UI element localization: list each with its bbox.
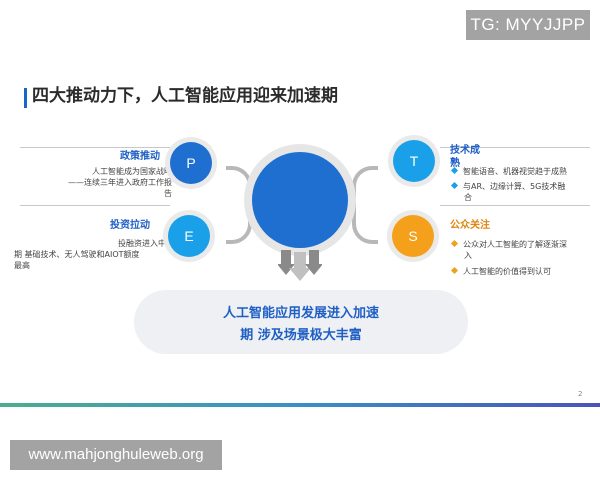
- page-title: 四大推动力下，人工智能应用迎来加速期: [32, 86, 338, 106]
- public-bullet-text: 入: [464, 251, 472, 260]
- public-bullet: 人工智能的价值得到认可: [450, 266, 592, 277]
- tech-bullet-text: 与AR、边缘计算、5G技术融: [463, 182, 566, 191]
- policy-circle: P: [170, 142, 212, 184]
- down-arrows-icon: [278, 250, 322, 281]
- policy-description: 人工智能成为国家战略 ——连续三年进入政府工作报 告: [40, 166, 172, 199]
- public-letter: S: [408, 228, 418, 244]
- public-bullet: 公众对人工智能的了解逐渐深 入: [450, 239, 592, 261]
- tech-bullet: 与AR、边缘计算、5G技术融 合: [450, 181, 592, 203]
- down-arrow-right-icon: [305, 250, 322, 275]
- policy-heading: 政策推动: [120, 151, 160, 162]
- diamond-bullet-icon: [450, 166, 459, 175]
- diamond-bullet-icon: [450, 181, 459, 190]
- telegram-badge: TG: MYYJJPP: [466, 10, 590, 40]
- result-line-1: 人工智能应用发展进入加速: [222, 306, 379, 321]
- tech-letter: T: [409, 153, 419, 169]
- down-arrow-center-icon: [289, 252, 311, 281]
- right-divider-top: [440, 147, 590, 148]
- investment-circle: E: [168, 215, 210, 257]
- policy-line: 告: [164, 189, 172, 198]
- result-line-2: 期 涉及场景极大丰富: [240, 328, 362, 343]
- website-watermark: www.mahjonghuleweb.org: [10, 440, 222, 470]
- investment-heading: 投资拉动: [110, 220, 150, 231]
- policy-line: 人工智能成为国家战略: [92, 167, 172, 176]
- tech-bullet-text: 合: [464, 193, 472, 202]
- public-bullet-text: 公众对人工智能的了解逐渐深: [463, 240, 567, 249]
- tech-heading: 技术成 熟: [450, 144, 480, 170]
- investment-line: 投融资进入中后: [118, 239, 174, 248]
- page-number: 2: [578, 390, 583, 398]
- public-circle: S: [392, 215, 434, 257]
- right-divider-middle: [440, 205, 590, 206]
- policy-letter: P: [186, 155, 196, 171]
- investment-description: 投融资进入中后 期 基础技术、无人驾驶和AIOT额度 最高: [14, 238, 174, 271]
- title-accent-bar: [24, 88, 27, 108]
- public-bullet-text: 人工智能的价值得到认可: [463, 267, 551, 276]
- tech-bullet: 智能语音、机器视觉趋于成熟: [450, 166, 592, 177]
- diamond-bullet-icon: [450, 239, 459, 248]
- tech-circle: T: [393, 140, 435, 182]
- result-box: [134, 290, 468, 354]
- public-heading: 公众关注: [450, 220, 490, 231]
- diamond-bullet-icon: [450, 266, 459, 275]
- tech-heading-line: 熟: [450, 158, 460, 169]
- connector-left: [226, 166, 252, 244]
- policy-line: ——连续三年进入政府工作报: [68, 178, 172, 187]
- investment-line: 最高: [14, 261, 30, 270]
- left-divider-top: [20, 147, 170, 148]
- tech-bullet-text: 智能语音、机器视觉趋于成熟: [463, 167, 567, 176]
- center-circle: [252, 152, 348, 248]
- left-divider-middle: [20, 205, 170, 206]
- bottom-gradient-line: [0, 403, 600, 407]
- connector-right: [352, 166, 378, 244]
- investment-letter: E: [184, 228, 194, 244]
- investment-line: 期 基础技术、无人驾驶和AIOT额度: [14, 250, 140, 259]
- tech-heading-line: 技术成: [450, 145, 480, 156]
